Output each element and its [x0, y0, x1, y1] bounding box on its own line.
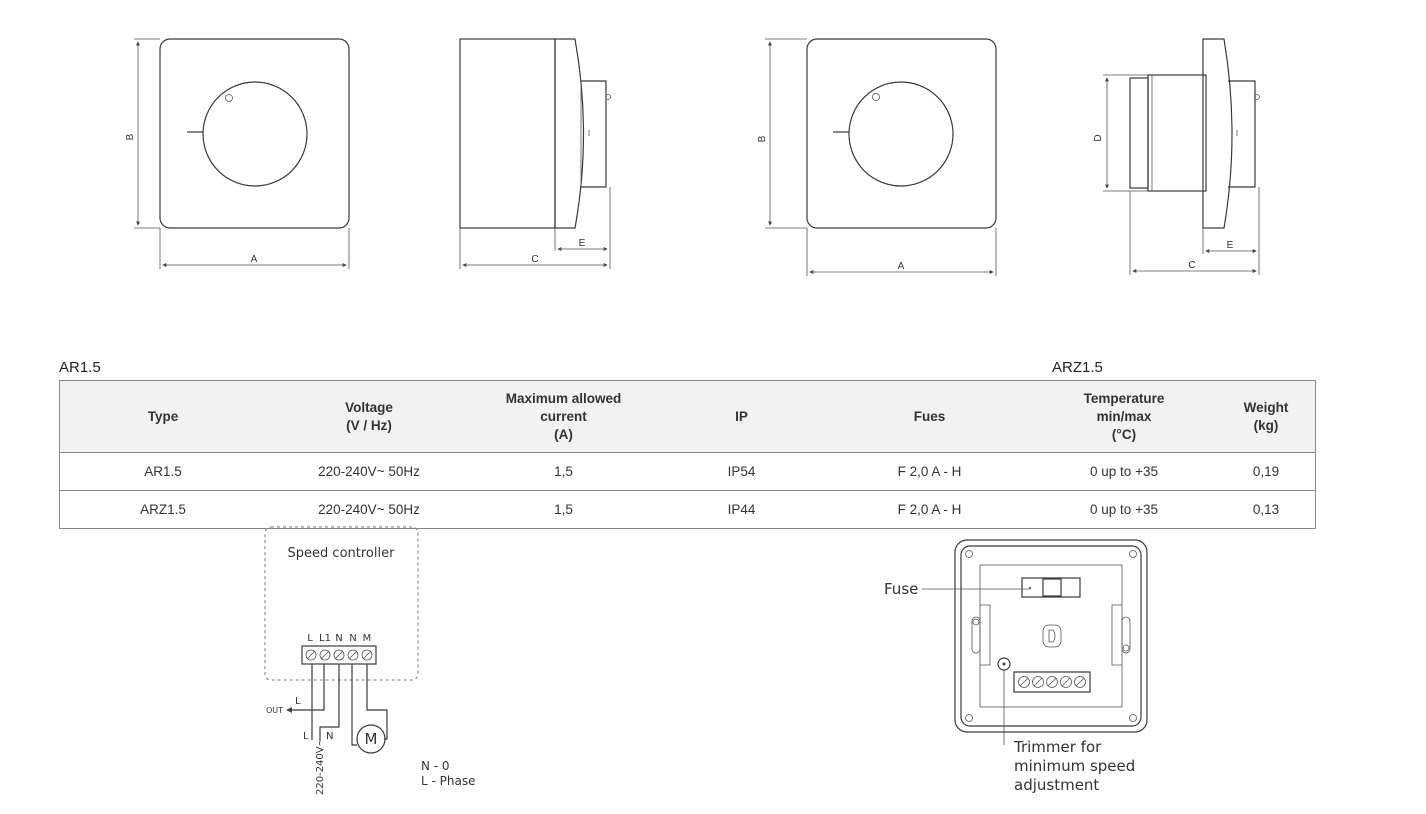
dim-label-c-2: C	[1188, 260, 1195, 271]
col-header-current: Maximum allowed current (A)	[472, 380, 655, 453]
cell-weight: 0,19	[1217, 452, 1316, 491]
front-view-arz15: B A	[757, 38, 997, 276]
trimmer-callout: Trimmer for minimum speed adjustment	[1014, 738, 1136, 794]
front-view-ar15: B A	[125, 38, 350, 269]
speed-controller-title: Speed controller	[288, 546, 396, 561]
table-row: AR1.5 220-240V~ 50Hz 1,5 IP54 F 2,0 A - …	[59, 452, 1316, 491]
dim-label-a: A	[251, 254, 258, 265]
supply-n-label: N	[326, 731, 333, 742]
fuse-callout: Fuse	[884, 580, 919, 598]
out-label: OUT	[266, 706, 283, 715]
model-label-ar15: AR1.5	[59, 359, 101, 376]
terminal-label-l1: L1	[319, 633, 331, 644]
terminal-label-n2: N	[349, 633, 356, 644]
cell-ip: IP54	[655, 452, 828, 491]
back-view	[922, 539, 1148, 745]
dim-label-d: D	[1093, 134, 1104, 141]
col-header-voltage: Voltage (V / Hz)	[266, 380, 472, 453]
terminal-label-n1: N	[335, 633, 342, 644]
wiring-diagram: Speed controller L L1 N N M M OUT L L N …	[264, 526, 475, 795]
terminal-screws	[305, 649, 373, 661]
col-header-weight: Weight (kg)	[1217, 380, 1316, 453]
table-row: ARZ1.5 220-240V~ 50Hz 1,5 IP44 F 2,0 A -…	[59, 490, 1316, 529]
supply-voltage-label: 220-240V~	[315, 738, 326, 795]
terminal-label-m: M	[363, 633, 372, 644]
motor-label: M	[365, 730, 378, 748]
table-header-row: Type Voltage (V / Hz) Maximum allowed cu…	[59, 380, 1316, 453]
side-view-arz15: D E C	[1093, 38, 1260, 275]
side-view-ar15: E C	[459, 38, 611, 269]
cell-temperature: 0 up to +35	[1031, 490, 1217, 529]
col-header-type: Type	[59, 380, 266, 453]
col-header-temperature: Temperature min/max (°C)	[1031, 380, 1217, 453]
terminal-label-l: L	[307, 633, 313, 644]
cell-voltage: 220-240V~ 50Hz	[266, 452, 472, 491]
cell-type: ARZ1.5	[59, 490, 266, 529]
cell-ip: IP44	[655, 490, 828, 529]
supply-l-label: L	[303, 731, 309, 742]
cell-weight: 0,13	[1217, 490, 1316, 529]
legend-l: L - Phase	[421, 774, 475, 788]
cell-current: 1,5	[472, 490, 655, 529]
spec-table: Type Voltage (V / Hz) Maximum allowed cu…	[59, 380, 1316, 529]
dim-label-e: E	[579, 238, 586, 249]
cell-voltage: 220-240V~ 50Hz	[266, 490, 472, 529]
dim-label-e-2: E	[1227, 240, 1234, 251]
cell-current: 1,5	[472, 452, 655, 491]
cell-fuses: F 2,0 A - H	[828, 452, 1031, 491]
out-l-label: L	[295, 696, 301, 707]
dim-label-b-2: B	[757, 135, 768, 142]
model-label-arz15: ARZ1.5	[1052, 359, 1103, 376]
col-header-ip: IP	[655, 380, 828, 453]
legend-n: N - 0	[421, 759, 450, 773]
dim-label-c: C	[531, 254, 538, 265]
col-header-fuses: Fues	[828, 380, 1031, 453]
cell-temperature: 0 up to +35	[1031, 452, 1217, 491]
dim-label-b: B	[125, 133, 136, 140]
cell-type: AR1.5	[59, 452, 266, 491]
dim-label-a-2: A	[898, 261, 905, 272]
cell-fuses: F 2,0 A - H	[828, 490, 1031, 529]
